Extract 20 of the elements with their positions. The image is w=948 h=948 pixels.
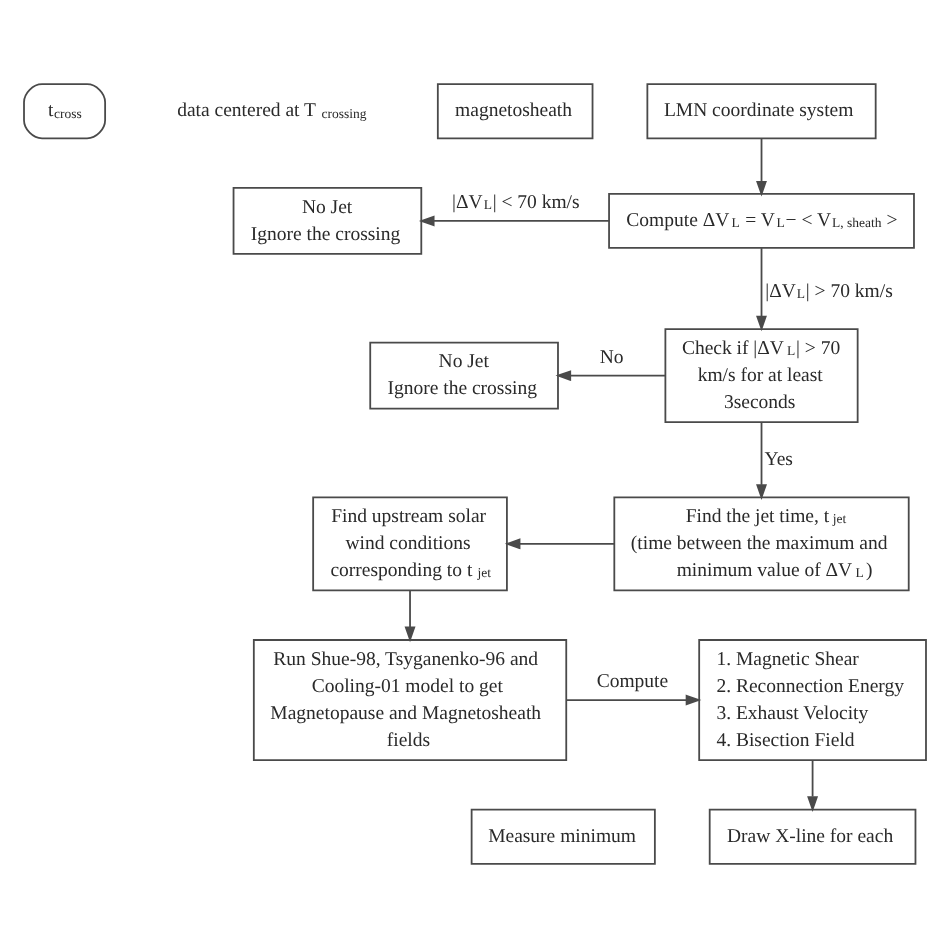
node-box: No Jet Ignore the crossing xyxy=(231,186,422,255)
arrow xyxy=(554,370,665,382)
arrow xyxy=(806,759,818,812)
node-box: Measure minimum xyxy=(469,808,655,865)
arrow xyxy=(417,215,609,227)
arrow xyxy=(755,137,766,197)
node-box: magnetosheath xyxy=(435,83,593,140)
node-box: Run Shue-98, Tsyganenko-96 and Cooling-01 model to get Magnetopause and Magnetosheath fields xyxy=(251,639,567,762)
arrow xyxy=(564,694,701,706)
node-box: LMN coordinate system xyxy=(645,83,876,140)
node-box: No Jet Ignore the crossing xyxy=(368,341,558,410)
edge-label: No xyxy=(598,346,623,369)
arrow xyxy=(403,589,415,643)
edge-label: Yes xyxy=(763,448,792,471)
arrow xyxy=(503,538,615,550)
arrow xyxy=(755,421,766,500)
node-box: Draw X-line for each xyxy=(707,808,916,865)
node-box: 1. Magnetic Shear 2. Reconnection Energy 3. Exhaust Velocity 4. Bisection Field xyxy=(697,639,926,762)
arrow xyxy=(755,247,766,332)
edge-label: Compute xyxy=(595,671,668,694)
